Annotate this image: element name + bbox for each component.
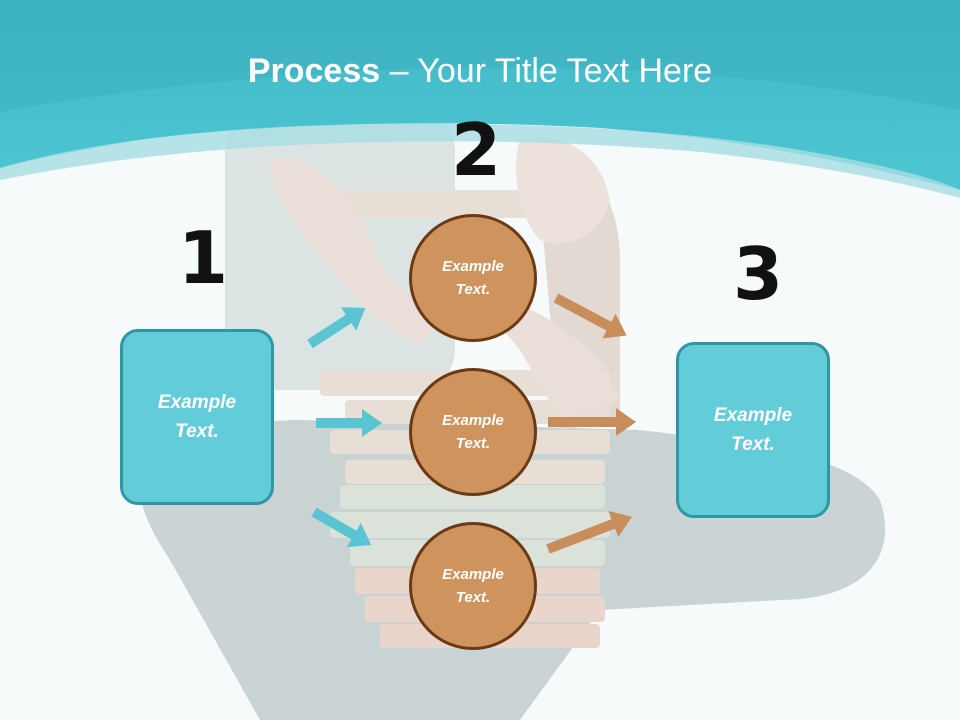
arrow-right-icon bbox=[546, 293, 636, 554]
title-bold: Process bbox=[247, 52, 381, 90]
left-text-box: Example Text. bbox=[120, 329, 274, 505]
step-number-3: 3 bbox=[733, 232, 784, 316]
circle-text: Example Text. bbox=[442, 412, 504, 452]
arrow-right-icon bbox=[307, 307, 382, 548]
page-title: Process – Your Title Text Here bbox=[0, 52, 960, 91]
right-box-text: Example Text. bbox=[713, 405, 793, 455]
circle-text: Example Text. bbox=[442, 258, 504, 298]
right-text-box: Example Text. bbox=[676, 342, 830, 518]
circle-text: Example Text. bbox=[442, 566, 504, 606]
left-box-text: Example Text. bbox=[157, 392, 237, 442]
title-rest: – Your Title Text Here bbox=[380, 52, 713, 90]
process-circle-middle: Example Text. bbox=[409, 368, 537, 496]
process-circle-bottom: Example Text. bbox=[409, 522, 537, 650]
step-number-2: 2 bbox=[451, 108, 502, 192]
step-number-1: 1 bbox=[178, 216, 229, 300]
process-circle-top: Example Text. bbox=[409, 214, 537, 342]
